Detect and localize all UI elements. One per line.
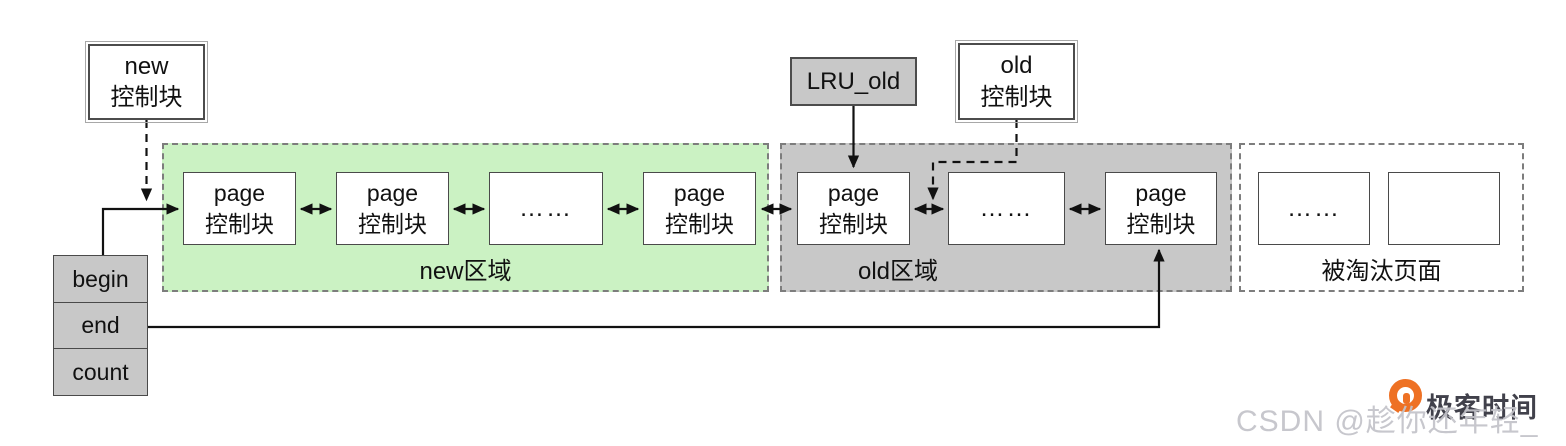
geektime-logo-dot <box>1403 393 1410 404</box>
count-pointer-cell: count <box>53 348 148 396</box>
new-control-block-node: new 控制块 <box>85 41 208 123</box>
end-pointer-cell: end <box>53 301 148 350</box>
evicted-pages-label: 被淘汰页面 <box>1321 258 1442 285</box>
empty-page-box <box>1388 172 1500 245</box>
csdn-watermark: CSDN @趁你还年轻_ <box>1236 405 1539 438</box>
ellipsis-box: …… <box>948 172 1065 245</box>
page-control-block: page 控制块 <box>1105 172 1217 245</box>
page-control-block: page 控制块 <box>336 172 449 245</box>
ellipsis-box: …… <box>489 172 603 245</box>
old-area-label: old区域 <box>857 258 939 285</box>
begin-pointer-cell: begin <box>53 255 148 303</box>
old-control-block-node: old 控制块 <box>955 40 1078 123</box>
lru-old-node: LRU_old <box>790 57 917 106</box>
page-control-block: page 控制块 <box>183 172 296 245</box>
ellipsis-box: …… <box>1258 172 1370 245</box>
geektime-brand-text: 极客时间 <box>1426 393 1538 423</box>
page-control-block: page 控制块 <box>797 172 910 245</box>
geektime-logo-icon <box>1389 379 1422 413</box>
pointer-table: begin end count <box>53 255 148 396</box>
page-control-block: page 控制块 <box>643 172 756 245</box>
